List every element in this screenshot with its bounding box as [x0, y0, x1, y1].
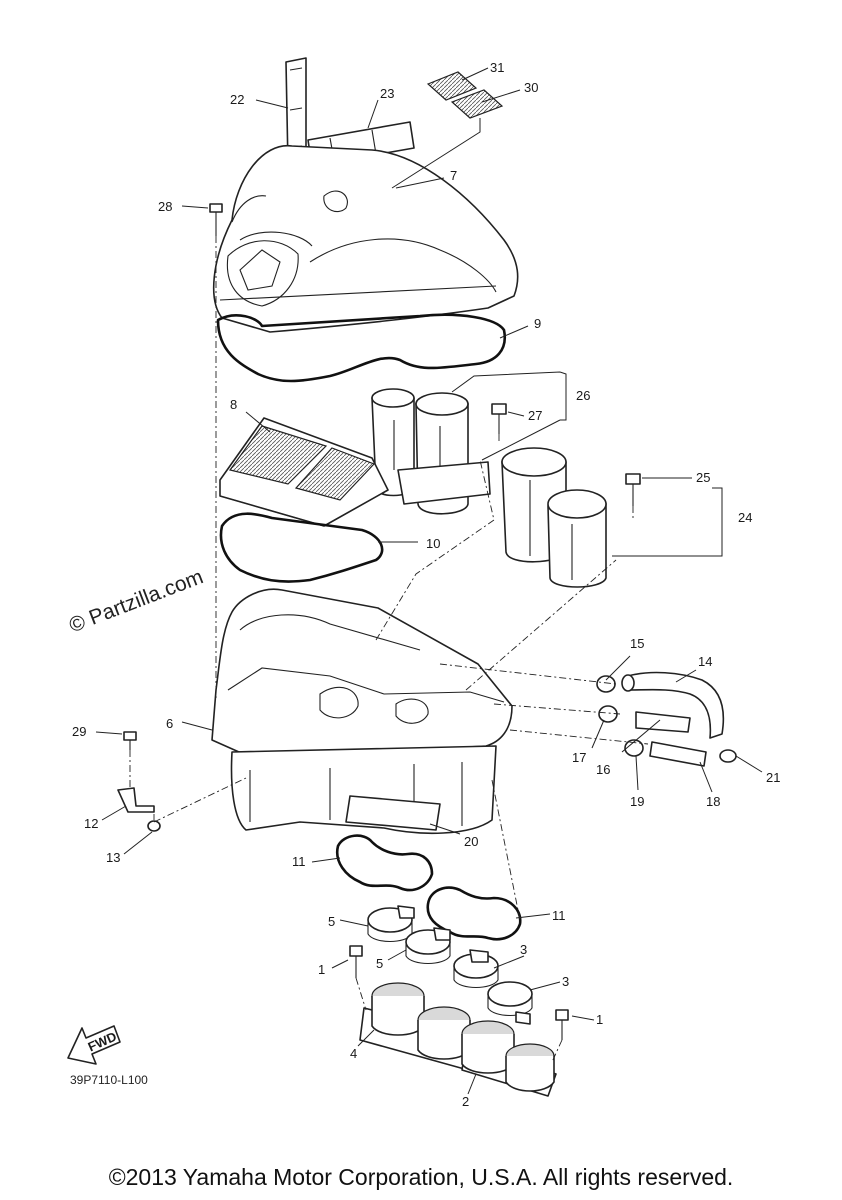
part-26-velocity-stacks	[371, 388, 491, 515]
part-21-plug	[719, 749, 737, 763]
fwd-arrow-icon: FWD	[67, 1025, 121, 1065]
assembly-lines	[129, 236, 649, 1063]
leader-lines	[95, 67, 763, 1095]
part-30-pad	[450, 89, 504, 119]
callout-30: 30	[524, 80, 538, 95]
part-10-filter-seal	[219, 512, 384, 583]
callout-24: 24	[738, 510, 752, 525]
callout-29: 29	[72, 724, 86, 739]
part-15-clamp	[596, 675, 616, 693]
callout-18: 18	[706, 794, 720, 809]
part-17-clamp	[598, 705, 618, 723]
callout-1-b: 1	[596, 1012, 603, 1027]
callout-23: 23	[380, 86, 394, 101]
callout-2: 2	[462, 1094, 469, 1109]
callout-12: 12	[84, 816, 98, 831]
drawing-code: 39P7110-L100	[70, 1073, 148, 1087]
callout-3-b: 3	[562, 974, 569, 989]
copyright-notice: ©2013 Yamaha Motor Corporation, U.S.A. A…	[108, 1164, 734, 1190]
part-24-velocity-stacks	[501, 447, 607, 588]
callout-17: 17	[572, 750, 586, 765]
callout-8: 8	[230, 397, 237, 412]
part-5-clamp-a	[367, 905, 415, 943]
part-1-screw-b	[555, 1009, 569, 1040]
callout-19: 19	[630, 794, 644, 809]
part-11-gasket-a	[335, 834, 434, 892]
callout-15: 15	[630, 636, 644, 651]
callout-25: 25	[696, 470, 710, 485]
callout-31: 31	[490, 60, 504, 75]
part-25-screw	[625, 473, 641, 506]
fwd-label: FWD	[86, 1029, 119, 1055]
part-9-gasket	[216, 313, 507, 383]
callout-20: 20	[464, 834, 478, 849]
part-28-screw	[209, 203, 223, 236]
part-27-screw	[491, 403, 507, 434]
part-16-hose	[635, 711, 691, 733]
callout-5-a: 5	[328, 914, 335, 929]
callout-22: 22	[230, 92, 244, 107]
part-4-intake-joint	[359, 982, 477, 1071]
part-12-bracket	[117, 787, 155, 813]
callout-26: 26	[576, 388, 590, 403]
part-19-clamp	[624, 739, 644, 757]
callout-9: 9	[534, 316, 541, 331]
part-5-clamp-b	[405, 927, 451, 965]
callout-6: 6	[166, 716, 173, 731]
callout-1-a: 1	[318, 962, 325, 977]
callout-21: 21	[766, 770, 780, 785]
callout-10: 10	[426, 536, 440, 551]
part-7-airbox-cover	[212, 145, 519, 333]
callout-3-a: 3	[520, 942, 527, 957]
callout-numbers: 31 30 22 23 7 28 9 26 27 8 25 24 10 15 1…	[72, 60, 780, 1109]
part-13-grommet	[147, 820, 161, 832]
callout-28: 28	[158, 199, 172, 214]
callout-4: 4	[350, 1046, 357, 1061]
part-29-screw	[123, 731, 137, 750]
part-3-clamp-b	[487, 981, 533, 1025]
callout-7: 7	[450, 168, 457, 183]
part-18-hose	[649, 741, 707, 767]
part-1-screw-a	[349, 945, 363, 978]
callout-5-b: 5	[376, 956, 383, 971]
callout-13: 13	[106, 850, 120, 865]
callout-14: 14	[698, 654, 712, 669]
part-8-air-filter	[219, 417, 389, 527]
part-2-intake-joint	[461, 1020, 557, 1097]
callout-11-a: 11	[292, 854, 306, 869]
callout-16: 16	[596, 762, 610, 777]
part-3-clamp-a	[453, 949, 499, 989]
part-14-hose	[621, 671, 725, 739]
callout-27: 27	[528, 408, 542, 423]
callout-11-b: 11	[552, 908, 566, 923]
part-20-baffle	[345, 795, 441, 831]
